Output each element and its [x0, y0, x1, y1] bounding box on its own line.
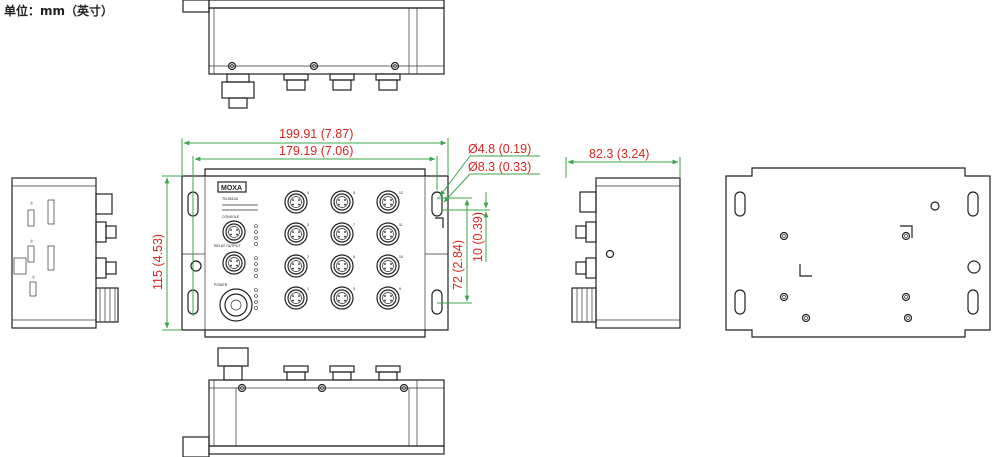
dim-height: 115 (4.53): [151, 234, 165, 290]
front-dimensions: 199.91 (7.87) 179.19 (7.06) 115 (4.53) 7…: [151, 127, 540, 331]
port-number: 2: [307, 255, 309, 259]
dim-width-inner: 179.19 (7.06): [279, 144, 353, 158]
port-number: 11: [399, 223, 403, 227]
svg-text:◎: ◎: [32, 275, 36, 279]
port-number: 5: [353, 287, 355, 291]
rear-view: [725, 167, 991, 338]
port-number: 7: [353, 223, 355, 227]
port-number: 12: [399, 191, 403, 195]
dim-hole-small: Ø4.8 (0.19): [468, 142, 531, 156]
moxa-logo: MOXA: [221, 185, 242, 192]
port-number: 8: [353, 191, 355, 195]
right-side-view: 82.3 (3.24): [565, 147, 681, 329]
svg-text:◎: ◎: [30, 201, 34, 205]
power-label: POWER: [214, 283, 228, 287]
console-label: CONSOLE: [222, 215, 240, 219]
bottom-view: [182, 347, 445, 457]
left-side-view: ◎ ◎ ◎: [11, 177, 119, 329]
port-number: 4: [307, 191, 309, 195]
port-number: 9: [399, 287, 401, 291]
model-label: TN-5510A: [222, 197, 239, 201]
dim-depth: 82.3 (3.24): [589, 147, 649, 161]
port-number: 1: [307, 287, 309, 291]
relay-label: RELAY OUTPUT: [214, 244, 241, 248]
dim-hole-large: Ø8.3 (0.33): [468, 160, 531, 174]
dim-width-outer: 199.91 (7.87): [279, 127, 353, 141]
port-number: 10: [399, 255, 403, 259]
front-view: MOXA TN-5510A CONSOLE RELAY OUTPUT POWER…: [181, 168, 449, 338]
top-view: [182, 0, 445, 109]
dim-hole-offset: 10 (0.39): [471, 212, 485, 262]
dim-hole-spacing: 72 (2.84): [451, 240, 465, 290]
port-number: 6: [353, 255, 355, 259]
units-label: 单位：mm（英寸）: [4, 4, 114, 18]
svg-text:◎: ◎: [30, 239, 34, 243]
port-number: 3: [307, 223, 309, 227]
